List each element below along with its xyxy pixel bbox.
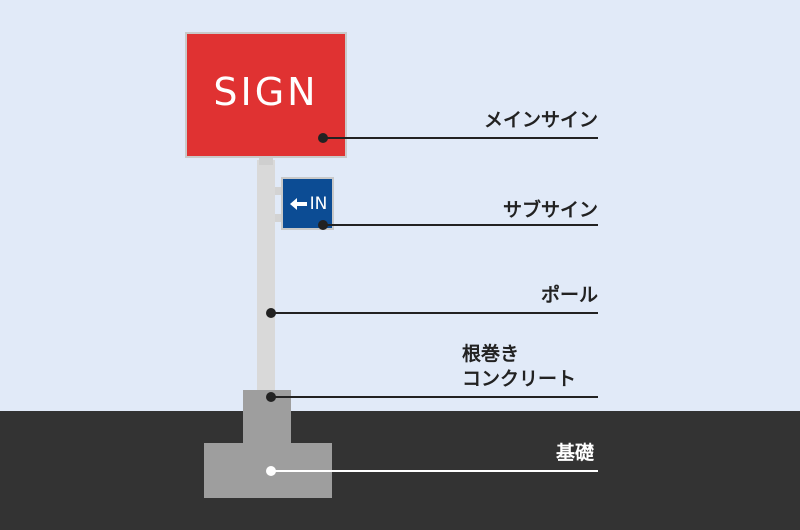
foundation-neck [243, 411, 291, 443]
pole-cap [259, 157, 273, 165]
sub-sign-content: IN [289, 193, 328, 214]
callout-line-main-sign [323, 137, 598, 139]
main-sign-text: SIGN [213, 70, 319, 114]
left-arrow-icon [289, 197, 307, 210]
sky-background [0, 0, 800, 411]
label-pole: ポール [540, 284, 598, 306]
label-root-concrete-line1: 根巻き [462, 343, 520, 365]
bracket-upper [275, 187, 283, 195]
callout-line-foundation [271, 470, 598, 472]
sub-sign-text: IN [309, 193, 328, 214]
pole [257, 160, 275, 392]
label-sub-sign: サブサイン [502, 199, 598, 221]
label-foundation: 基礎 [555, 442, 594, 464]
callout-line-pole [271, 312, 598, 314]
bracket-lower [275, 214, 283, 222]
label-root-concrete: 根巻き コンクリート [462, 342, 576, 391]
label-root-concrete-line2: コンクリート [462, 367, 577, 390]
callout-line-sub-sign [323, 224, 598, 226]
callout-line-root-concrete [271, 396, 598, 398]
label-main-sign: メインサイン [483, 109, 598, 131]
